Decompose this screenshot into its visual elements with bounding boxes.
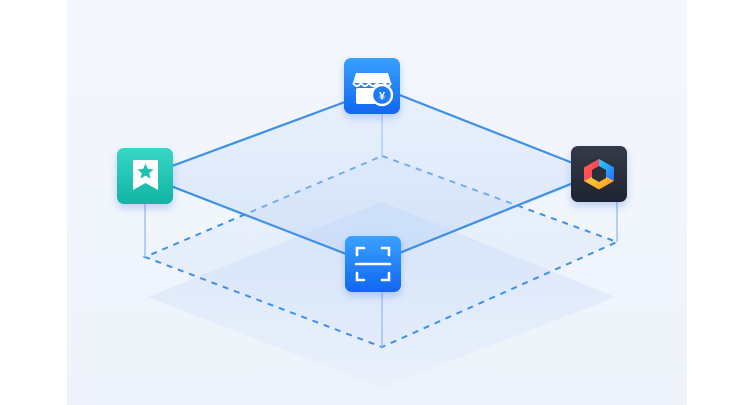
store-yen-icon: ¥ (352, 73, 394, 107)
edge-badge-scan (144, 174, 373, 266)
edge-scan-app (371, 171, 599, 266)
scan-frame-icon (354, 246, 392, 282)
hexagon-app-icon (584, 159, 614, 190)
solid-edges (144, 90, 599, 266)
edge-store-badge (144, 90, 373, 178)
bookmark-star-icon (133, 160, 158, 190)
store-yen-label: ¥ (379, 91, 386, 103)
edge-store-app (391, 90, 599, 175)
